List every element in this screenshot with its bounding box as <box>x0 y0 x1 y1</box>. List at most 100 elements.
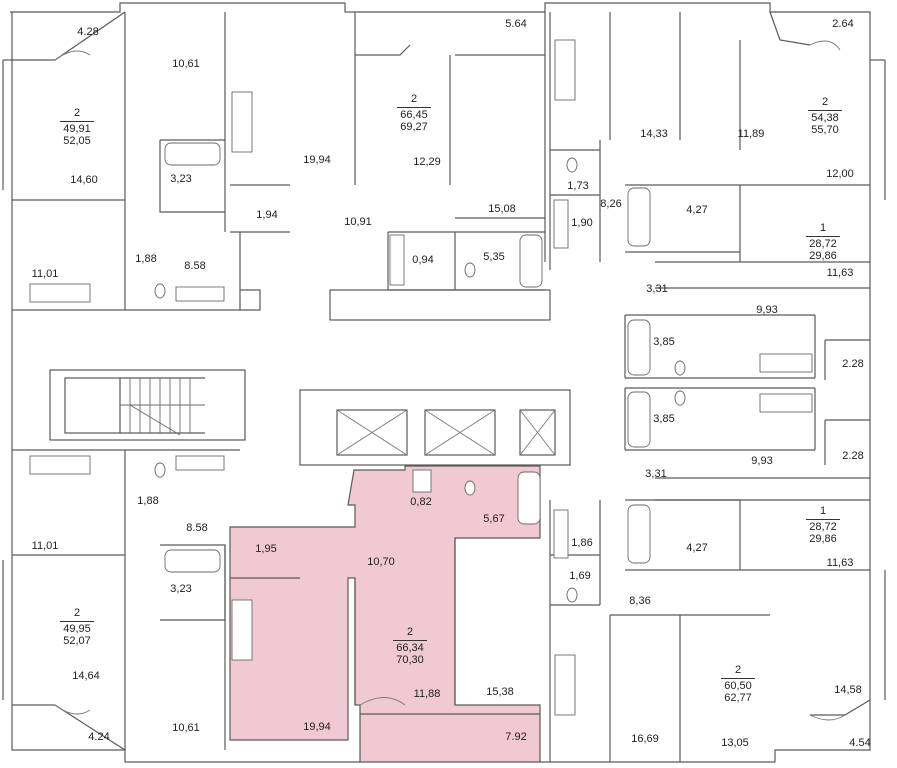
apartment-area: 60,50 <box>724 679 752 692</box>
room-area-label: 11,89 <box>737 128 765 140</box>
divider <box>721 677 755 679</box>
apartment-label[interactable]: 2 49,95 52,07 <box>60 607 94 648</box>
room-area-label: 12,00 <box>826 168 854 180</box>
room-area-label: 7.92 <box>505 731 527 743</box>
room-area-label: 1,69 <box>569 570 591 582</box>
divider <box>397 106 431 108</box>
apartment-rooms: 2 <box>821 96 829 108</box>
fixtures <box>29 39 813 716</box>
apartment-rooms: 1 <box>819 505 827 517</box>
apartment-label[interactable]: 1 28,72 29,86 <box>806 222 840 263</box>
apartment-rooms: 1 <box>819 222 827 234</box>
room-area-label: 8,26 <box>600 198 622 210</box>
room-area-label: 4.28 <box>77 26 99 38</box>
core <box>49 289 571 466</box>
room-area-label: 2.64 <box>832 18 854 30</box>
walls-upper-middle <box>354 12 546 291</box>
room-area-label: 1,86 <box>571 537 593 549</box>
apartment-area: 49,91 <box>63 122 91 135</box>
walls-upper-left <box>12 11 290 311</box>
apartment-area: 66,34 <box>396 641 424 654</box>
room-area-label: 15,08 <box>488 203 516 215</box>
apartment-label[interactable]: 2 66,45 69,27 <box>397 93 431 134</box>
elevator-2 <box>424 409 496 456</box>
room-area-label: 11,01 <box>31 268 59 280</box>
apartment-total-area: 29,86 <box>809 250 837 262</box>
room-area-label: 4.54 <box>849 737 871 749</box>
room-area-label: 13,05 <box>721 737 749 749</box>
walls-upper-right <box>549 11 870 465</box>
room-area-label: 1,94 <box>256 209 278 221</box>
apartment-total-area: 70,30 <box>396 654 424 666</box>
room-area-label: 3,85 <box>653 413 675 425</box>
elevator-3 <box>519 409 556 456</box>
room-area-label: 3,85 <box>653 336 675 348</box>
apartment-label-highlighted[interactable]: 2 66,34 70,30 <box>393 626 427 667</box>
apartment-rooms: 2 <box>734 664 742 676</box>
apartment-label[interactable]: 2 54,38 55,70 <box>808 96 842 137</box>
apartment-label[interactable]: 2 60,50 62,77 <box>721 664 755 705</box>
room-area-label: 1,73 <box>567 180 589 192</box>
apartment-total-area: 55,70 <box>811 124 839 136</box>
apartment-area: 54,38 <box>811 111 839 124</box>
apartment-label[interactable]: 2 49,91 52,05 <box>60 107 94 148</box>
room-area-label: 3,23 <box>170 173 192 185</box>
apartment-total-area: 52,07 <box>63 635 91 647</box>
highlighted-apartment[interactable] <box>229 465 541 763</box>
room-area-label: 12,29 <box>413 156 441 168</box>
room-area-label: 0,94 <box>412 254 434 266</box>
room-area-label: 3,31 <box>646 283 668 295</box>
apartment-label[interactable]: 1 28,72 29,86 <box>806 505 840 546</box>
apartment-area: 66,45 <box>400 108 428 121</box>
room-area-label: 3,31 <box>645 468 667 480</box>
room-area-label: 0,82 <box>410 496 432 508</box>
room-area-label: 1,95 <box>255 543 277 555</box>
apartment-total-area: 69,27 <box>400 121 428 133</box>
room-area-label: 1,88 <box>137 495 159 507</box>
room-area-label: 4.24 <box>88 731 110 743</box>
room-area-label: 1,90 <box>571 217 593 229</box>
room-area-label: 9,93 <box>751 455 773 467</box>
divider <box>60 120 94 122</box>
divider <box>806 518 840 520</box>
room-area-label: 10,61 <box>172 58 200 70</box>
apartment-area: 28,72 <box>809 237 837 250</box>
walls-lower-left <box>12 449 240 751</box>
stair-steps <box>120 378 205 436</box>
room-area-label: 3,23 <box>170 583 192 595</box>
apartment-area: 49,95 <box>63 622 91 635</box>
room-area-label: 14,58 <box>834 684 862 696</box>
room-area-label: 11,88 <box>413 688 441 700</box>
room-area-label: 11,63 <box>826 267 854 279</box>
room-area-label: 19,94 <box>303 721 331 733</box>
room-area-label: 2.28 <box>842 450 864 462</box>
room-area-label: 5,35 <box>483 251 505 263</box>
room-area-label: 9,93 <box>756 304 778 316</box>
apartment-rooms: 2 <box>73 107 81 119</box>
room-area-label: 14,33 <box>640 128 668 140</box>
apartment-total-area: 29,86 <box>809 533 837 545</box>
divider <box>806 235 840 237</box>
room-area-label: 4,27 <box>686 542 708 554</box>
room-area-label: 11,01 <box>31 540 59 552</box>
apartment-area: 28,72 <box>809 520 837 533</box>
apartment-rooms: 2 <box>73 607 81 619</box>
room-area-label: 5,67 <box>483 513 505 525</box>
room-area-label: 14,60 <box>70 174 98 186</box>
room-area-label: 19,94 <box>303 154 331 166</box>
divider <box>60 620 94 622</box>
room-area-label: 10,61 <box>172 722 200 734</box>
doors <box>54 40 846 721</box>
divider <box>393 639 427 641</box>
room-area-label: 5.64 <box>505 18 527 30</box>
room-area-label: 8.58 <box>184 260 206 272</box>
divider <box>808 109 842 111</box>
room-area-label: 1,88 <box>135 253 157 265</box>
room-area-label: 4,27 <box>686 204 708 216</box>
room-area-label: 8,36 <box>629 595 651 607</box>
room-area-label: 8.58 <box>186 522 208 534</box>
room-area-label: 15,38 <box>486 686 514 698</box>
apartment-rooms: 2 <box>406 626 414 638</box>
elevator-1 <box>336 409 408 456</box>
